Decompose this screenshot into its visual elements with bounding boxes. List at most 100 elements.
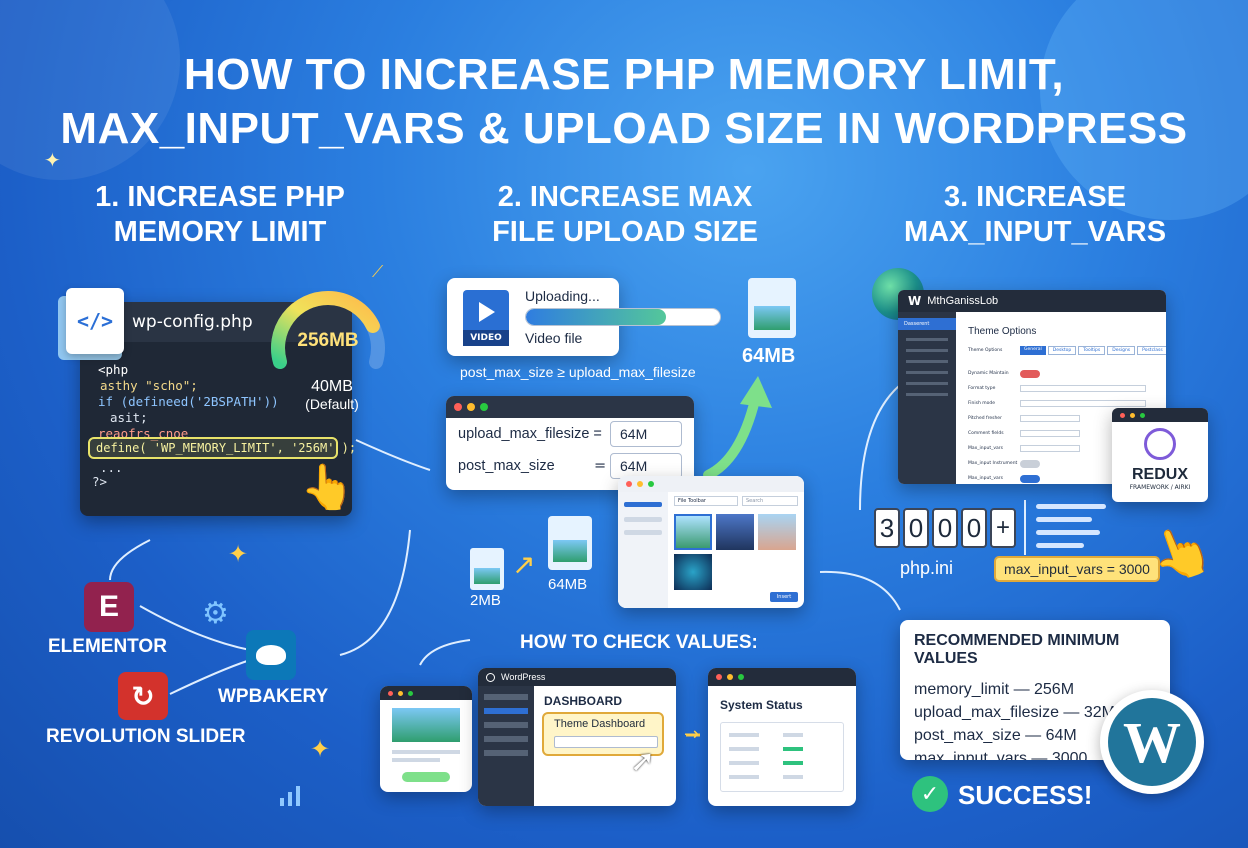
dashboard-heading: DASHBOARD	[544, 694, 622, 708]
theme-options-tabs: General Desktop Tooltips Designs Postcla…	[1020, 346, 1166, 355]
theme-options-row-label: Theme Options	[968, 348, 1003, 353]
step-2-heading: 2. INCREASE MAX FILE UPLOAD SIZE	[470, 180, 780, 250]
gauge-value: 256MB	[297, 330, 359, 351]
theme-dashboard-input[interactable]	[554, 736, 658, 748]
large-file-size: 64MB	[548, 576, 588, 593]
document-lines-icon	[1036, 504, 1106, 548]
upload-status: Uploading...	[525, 288, 600, 304]
step-2-line-2: FILE UPLOAD SIZE	[492, 216, 758, 248]
code-line: if (defineed('2BSPATH'))	[98, 394, 279, 409]
code-brackets-icon: </>	[76, 309, 114, 333]
sparkle-icon: ✦	[44, 148, 61, 172]
tab-desktop[interactable]: Desktop	[1047, 346, 1077, 355]
insert-button[interactable]: Insert	[770, 592, 798, 602]
memory-gauge	[271, 291, 385, 369]
image-thumbnail	[474, 568, 500, 584]
post-max-size-label: post_max_size	[458, 458, 555, 474]
revolution-slider-logo-icon: ↻	[118, 672, 168, 720]
upload-max-filesize-label: upload_max_filesize =	[458, 426, 602, 442]
big-file-size: 64MB	[742, 345, 796, 367]
counter-digit: 0	[903, 508, 929, 548]
step-1-heading: 1. INCREASE PHP MEMORY LIMIT	[70, 180, 370, 250]
upload-rule: post_max_size ≥ upload_max_filesize	[460, 364, 696, 380]
image-file-icon	[748, 278, 796, 338]
elementor-label: ELEMENTOR	[48, 636, 167, 657]
media-library-window: File Toolbar Search Insert	[618, 476, 804, 608]
option-input[interactable]	[1020, 445, 1080, 452]
large-image-file-icon	[548, 516, 592, 570]
sidebar-item[interactable]	[906, 382, 948, 385]
upload-max-filesize-input[interactable]: 64M	[610, 421, 682, 447]
video-badge: VIDEO	[463, 330, 509, 346]
sidebar-item[interactable]	[906, 360, 948, 363]
counter-digit: 0	[932, 508, 958, 548]
theme-options-rows: Dynamic Maintain Format type Finish mode…	[968, 366, 1156, 484]
option-label: Max_input Instrument	[968, 461, 1018, 466]
option-select[interactable]	[1020, 400, 1146, 407]
success-label: SUCCESS!	[958, 780, 1093, 810]
step-2-line-1: 2. INCREASE MAX	[497, 181, 753, 213]
preview-button[interactable]	[402, 772, 450, 782]
option-toggle[interactable]	[1020, 369, 1040, 378]
preview-window	[380, 686, 472, 792]
upload-progress-fill	[526, 309, 666, 325]
tab-general[interactable]: General	[1020, 346, 1046, 355]
step-1-line-2: MEMORY LIMIT	[113, 216, 327, 248]
media-thumbnail[interactable]	[716, 514, 754, 550]
redux-tagline: FRAMEWORK / AIRKI	[1129, 484, 1191, 491]
media-filter-select[interactable]: File Toolbar	[674, 496, 738, 506]
recommended-item: post_max_size — 64M	[914, 727, 1077, 744]
checkmark-icon: ✓	[912, 776, 948, 812]
theme-dashboard-popup: Theme Dashboard	[542, 712, 664, 756]
media-sidebar	[618, 492, 668, 608]
cursor-arrow-icon: ➚	[630, 744, 656, 779]
window-controls	[708, 668, 856, 686]
sidebar-item-current[interactable]: Dasserent	[898, 318, 956, 330]
post-max-size-equals: =	[594, 458, 607, 474]
cloud-shape	[256, 645, 286, 665]
code-ellipsis: ...	[100, 460, 123, 475]
option-toggle[interactable]	[1020, 459, 1040, 468]
media-thumbnail[interactable]	[758, 514, 796, 550]
sidebar-item[interactable]	[906, 338, 948, 341]
option-label: Max_input_vars	[968, 446, 1003, 451]
recommended-item: max_input_vars — 3000	[914, 750, 1088, 760]
curved-arrow-icon: ↗	[512, 548, 536, 581]
window-controls	[618, 476, 804, 492]
spark-lines-icon: ⟋	[372, 262, 384, 281]
media-thumbnail[interactable]	[674, 554, 712, 590]
tab-postclass[interactable]: Postclass	[1137, 346, 1166, 355]
step-3-line-2: MAX_INPUT_VARS	[903, 216, 1167, 248]
window-controls	[380, 686, 472, 700]
wordpress-small-icon	[486, 672, 495, 682]
option-select[interactable]	[1020, 385, 1146, 392]
recommended-heading: RECOMMENDED MINIMUM VALUES	[914, 632, 1120, 667]
sidebar-item[interactable]	[906, 371, 948, 374]
sidebar-item[interactable]	[624, 530, 662, 535]
recommended-item: memory_limit — 256M	[914, 681, 1075, 698]
sparkle-icon: ✦	[228, 540, 249, 568]
small-image-file-icon	[470, 548, 504, 590]
media-search-input[interactable]: Search	[742, 496, 798, 506]
option-input[interactable]	[1020, 430, 1080, 437]
sidebar-item[interactable]	[906, 393, 948, 396]
title-line-2: MAX_INPUT_VARS & UPLOAD SIZE IN WORDPRES…	[60, 104, 1188, 153]
sparkle-icon: ✦	[310, 735, 331, 763]
sidebar-item[interactable]	[624, 517, 662, 522]
option-toggle[interactable]	[1020, 474, 1040, 483]
sidebar-item[interactable]	[906, 349, 948, 352]
option-input[interactable]	[1020, 415, 1080, 422]
option-label: Max_input_vars	[968, 476, 1003, 481]
image-thumbnail	[553, 540, 587, 562]
wordpress-w-mark: W	[1108, 698, 1196, 786]
growth-arrow-icon	[703, 376, 772, 480]
window-controls	[446, 396, 694, 418]
redux-name: REDUX	[1131, 466, 1188, 483]
sidebar-item-active[interactable]	[624, 502, 662, 507]
tab-designs[interactable]: Designs	[1107, 346, 1136, 355]
wpbakery-logo-icon	[246, 630, 296, 680]
media-thumbnail-selected[interactable]	[674, 514, 712, 550]
editor-filename: wp-config.php	[132, 312, 253, 332]
tab-tooltips[interactable]: Tooltips	[1078, 346, 1106, 355]
